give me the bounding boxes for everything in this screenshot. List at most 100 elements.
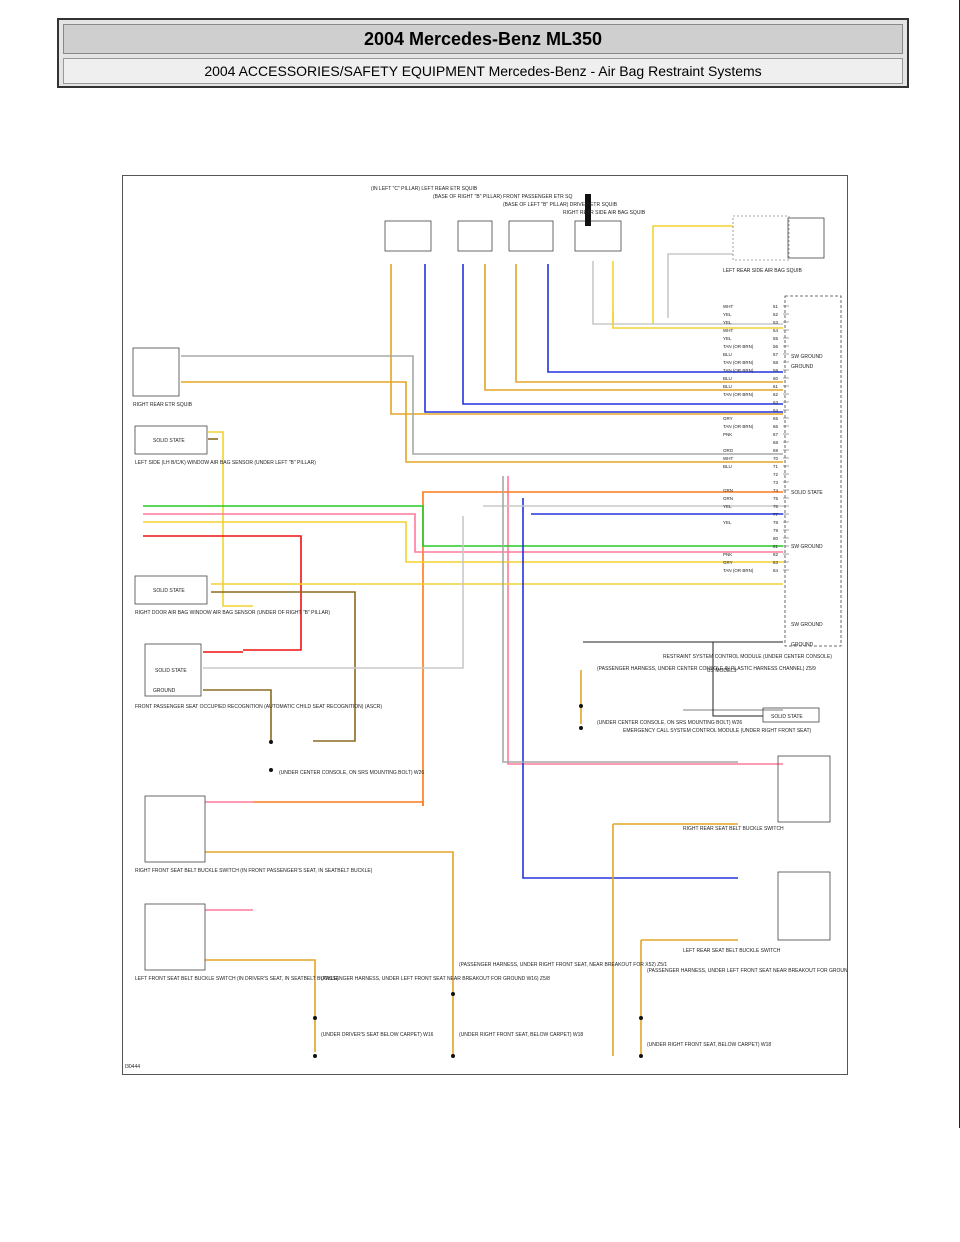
rf-buckle-box: [144, 795, 206, 863]
pin-wire-label: WHT: [723, 328, 733, 333]
lf-buckle-box: [144, 903, 206, 971]
pin-number: 78: [773, 520, 779, 525]
wire-pnk-rear-buckle: [507, 476, 783, 765]
wire-gry-rr-buckle: [502, 476, 738, 763]
pin-number: 79: [773, 528, 779, 533]
rf-buckle-label: RIGHT FRONT SEAT BELT BUCKLE SWITCH (IN …: [135, 868, 373, 874]
pin-wire-label: PNK: [723, 552, 732, 557]
pin-wire-label: WHT: [723, 304, 733, 309]
splice-w18-right-label: (UNDER RIGHT FRONT SEAT, BELOW CARPET) W…: [647, 1042, 771, 1048]
splice-w26: [579, 726, 583, 730]
wire-yel-right-rear-side-2: [612, 261, 783, 329]
module-ground-2: GROUND: [791, 642, 814, 648]
pin-number: 82: [773, 552, 779, 557]
pin-number: 75: [773, 496, 779, 501]
left-sensor-state: SOLID STATE: [153, 438, 185, 444]
splice-z5-8-label: (PASSENGER HARNESS, UNDER LEFT FRONT SEA…: [321, 976, 550, 982]
labels: (IN LEFT "C" PILLAR) LEFT REAR ETR SQUIB…: [125, 186, 847, 1070]
left-rear-side-squib: [732, 215, 790, 261]
pin-number: 57: [773, 352, 779, 357]
pin-wire-label: GRN: [723, 496, 733, 501]
pin-number: 73: [773, 480, 779, 485]
ascr-ground: GROUND: [153, 688, 176, 694]
wire-red: [143, 535, 302, 651]
splice-w16: [313, 1054, 317, 1058]
wire-grn: [143, 505, 783, 547]
pin-number: 61: [773, 384, 779, 389]
pin-number: 52: [773, 312, 779, 317]
pin-number: 80: [773, 536, 779, 541]
wire-org-rf: [253, 801, 424, 806]
pin-number: 64: [773, 408, 779, 413]
pin-number: 51: [773, 304, 779, 309]
pin-number: 55: [773, 336, 779, 341]
splice-z5-8r: [639, 1016, 643, 1020]
splice-w26-center-label: (UNDER CENTER CONSOLE, ON SRS MOUNTING B…: [597, 720, 742, 726]
wire-yel-left-sensor: [208, 431, 253, 607]
pin-wire-label: YEL: [723, 320, 732, 325]
lr-buckle-box: [777, 871, 831, 941]
pin-wire-label: GRY: [723, 560, 733, 565]
pin-wire-label: YEL: [723, 336, 732, 341]
splice-z5-8-right-label: (PASSENGER HARNESS, UNDER LEFT FRONT SEA…: [647, 968, 847, 974]
pin-number: 59: [773, 368, 779, 373]
pin-wire-label: TAN (OR BRN): [723, 392, 754, 397]
wiring-svg: (IN LEFT "C" PILLAR) LEFT REAR ETR SQUIB…: [125, 186, 847, 1070]
pin-number: 77: [773, 512, 779, 517]
rr-buckle-label: RIGHT REAR SEAT BELT BUCKLE SWITCH: [683, 826, 784, 832]
pin-wire-label: TAN (OR BRN): [723, 568, 754, 573]
wire-blu-front-pass-etr: [462, 264, 783, 405]
pin-number: 70: [773, 456, 779, 461]
wire-tan-right-rear-etr: [181, 381, 783, 463]
pin-wire-label: TAN (OR BRN): [723, 344, 754, 349]
pin-number: 81: [773, 544, 779, 549]
pin-wire-label: BLU: [723, 376, 732, 381]
module-wire-labels: WHT YEL YEL WHT YEL TAN (OR BRN) BLU TAN…: [723, 304, 754, 573]
right-sensor-state: SOLID STATE: [153, 588, 185, 594]
left-rear-etr-label: (IN LEFT "C" PILLAR) LEFT REAR ETR SQUIB: [371, 186, 478, 192]
emergency-state: SOLID STATE: [771, 714, 803, 720]
right-sensor-label: RIGHT DOOR AIR BAG WINDOW AIR BAG SENSOR…: [135, 610, 330, 616]
lr-buckle-label: LEFT REAR SEAT BELT BUCKLE SWITCH: [683, 948, 781, 954]
wire-tan-left-rear-etr: [390, 264, 783, 415]
splice-z5-9: [579, 704, 583, 708]
emergency-call-label: EMERGENCY CALL SYSTEM CONTROL MODULE (UN…: [623, 728, 812, 734]
page-header: 2004 Mercedes-Benz ML350 2004 ACCESSORIE…: [57, 18, 909, 88]
wire-blu-rear-buckle: [522, 498, 738, 879]
front-pass-etr-label: (BASE OF RIGHT "B" PILLAR) FRONT PASSENG…: [433, 194, 573, 200]
wire-gry-right-rear-etr: [181, 355, 783, 455]
wire-tan-rf-buckle: [205, 851, 454, 1056]
right-rear-etr-label: RIGHT REAR ETR SQUIB: [133, 402, 193, 408]
module-sw-ground-3: SW GROUND: [791, 622, 823, 628]
pin-number: 71: [773, 464, 779, 469]
pin-number: 76: [773, 504, 779, 509]
front-pass-etr-box: [457, 220, 493, 252]
wire-brn-right-sensor: [211, 591, 356, 742]
wiring-diagram: (IN LEFT "C" PILLAR) LEFT REAR ETR SQUIB…: [122, 175, 848, 1075]
splice-w18-center-label: (UNDER RIGHT FRONT SEAT, BELOW CARPET) W…: [459, 1032, 583, 1038]
splice-w26-left: [269, 768, 273, 772]
pin-wire-label: BLU: [723, 384, 732, 389]
left-sensor-box: [134, 425, 208, 455]
wire-org: [422, 491, 783, 806]
driver-etr-label: (BASE OF LEFT "B" PILLAR) DRIVER ETR SQU…: [503, 202, 618, 208]
us-models-label: US MODELS: [707, 668, 737, 674]
module-pin-numbers: 51 52 53 54 55 56 57 58 59 60 61 62 63 6…: [773, 304, 779, 573]
driver-etr-box: [508, 220, 554, 252]
pin-number: 84: [773, 568, 779, 573]
restraint-module-label: RESTRAINT SYSTEM CONTROL MODULE (UNDER C…: [663, 654, 832, 660]
emergency-module-box: [762, 707, 820, 723]
pin-wire-label: PNK: [723, 432, 732, 437]
right-rear-side-label: RIGHT REAR SIDE AIR BAG SQUIB: [563, 210, 646, 216]
rr-buckle-box: [777, 755, 831, 823]
pin-number: 63: [773, 400, 779, 405]
pin-number: 54: [773, 328, 779, 333]
wire-tan-front-pass-etr: [484, 264, 783, 391]
splice-w16-label: (UNDER DRIVER'S SEAT BELOW CARPET) W16: [321, 1032, 434, 1038]
module-sw-ground-1: SW GROUND: [791, 354, 823, 360]
pin-wire-label: BLU: [723, 352, 732, 357]
right-rear-side-box: [574, 220, 622, 252]
module-ground-1: GROUND: [791, 364, 814, 370]
pin-number: 56: [773, 344, 779, 349]
pin-wire-label: WHT: [723, 456, 733, 461]
